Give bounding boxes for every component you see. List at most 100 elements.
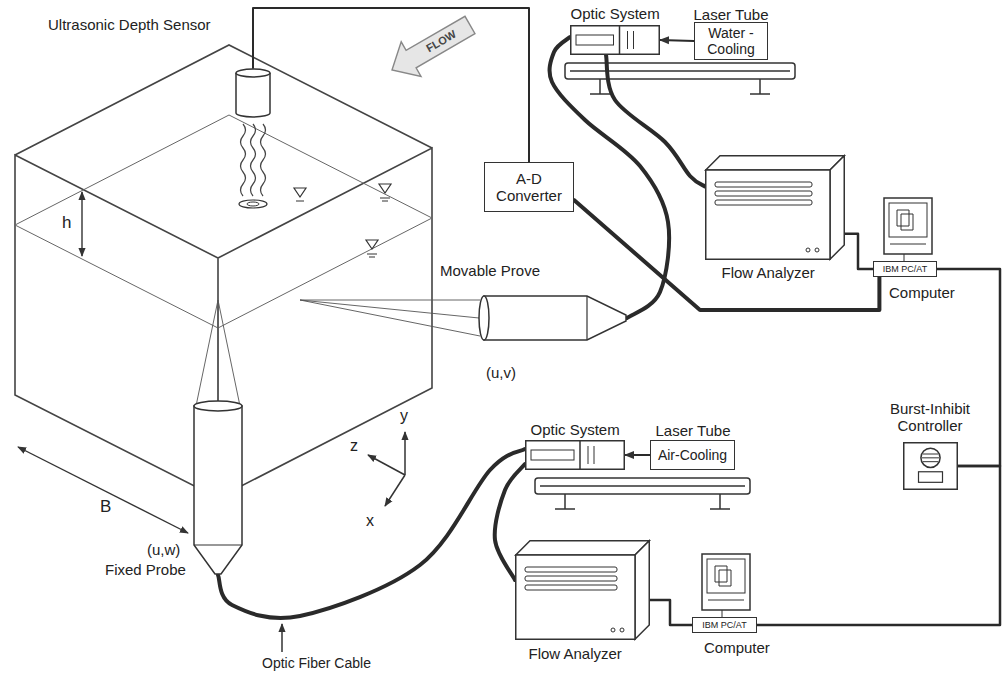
laser-tube: Laser TubeAir-Cooling [650, 440, 735, 470]
probeV-outline [192, 400, 244, 575]
movable-probe: Movable Prove(u,v) [478, 294, 627, 342]
callout-label: Optic Fiber Cable [262, 655, 371, 671]
unit-label: Computer [704, 639, 770, 656]
sensor-top [236, 69, 270, 77]
analyzer-slot [525, 576, 617, 581]
laser-beam [300, 300, 480, 336]
optic-divider [619, 26, 621, 54]
laser-beam [196, 300, 240, 406]
analyzer-side [830, 156, 844, 260]
analyzer-knob [611, 628, 615, 632]
sensor-label: Ultrasonic Depth Sensor [48, 16, 211, 33]
probe-joint [586, 296, 587, 340]
unit-label: Computer [889, 284, 955, 301]
signal-wire [253, 8, 529, 162]
axis-arrow [385, 475, 405, 506]
probe-joint [194, 544, 242, 545]
dimension-label: h [62, 213, 71, 233]
optic-housing [526, 441, 625, 470]
optic-part [531, 450, 574, 460]
laser-arrow [660, 40, 694, 41]
probe-lens [194, 401, 242, 411]
optic-outline [525, 440, 625, 470]
laser-arrow [625, 454, 650, 456]
surface-target [239, 200, 267, 208]
analyzer-side [635, 541, 649, 640]
analyzer-front [516, 555, 635, 639]
box-label: A-D Converter [488, 170, 570, 205]
surface-target [247, 202, 259, 206]
ultrasonic-wave [261, 124, 266, 196]
optic-system: Optic System [525, 440, 625, 470]
flow-analyzer: Flow Analyzer [515, 540, 650, 640]
water-surface [15, 115, 432, 328]
optic-part [576, 35, 614, 45]
unit-label: Flow Analyzer [529, 645, 622, 662]
data-cable [845, 234, 873, 269]
optic-system: Optic System [570, 25, 660, 55]
box-label: IBM PC/AT [883, 264, 927, 274]
analyzer-outline [515, 540, 650, 640]
analyzer-top [516, 541, 650, 555]
depth-dimension [81, 192, 82, 256]
depth-sensor: Ultrasonic Depth Sensor [235, 68, 271, 118]
ultrasonic-wave [251, 124, 256, 196]
axis-label: z [350, 437, 358, 455]
probe-body [484, 296, 626, 340]
velocity-label: (u,w) [147, 541, 180, 558]
monitor-icon [890, 210, 926, 261]
sensor-outline [235, 68, 271, 118]
sensor-body [236, 73, 270, 117]
dimension-label: B [100, 497, 111, 517]
unit-label: Optic System [531, 421, 620, 438]
control-cable [757, 466, 1000, 625]
controller-dial [922, 454, 939, 462]
probe-label: Movable Prove [440, 262, 540, 279]
laser-rail [570, 71, 790, 94]
analyzer-front [706, 170, 830, 259]
axis-label: y [400, 407, 408, 425]
axis-arrow [404, 432, 406, 475]
box-label: IBM PC/AT [702, 620, 746, 630]
unit-label: Flow Analyzer [722, 264, 815, 281]
burst-outline [903, 442, 958, 490]
analyzer-slot [715, 182, 812, 187]
axis-label: x [366, 512, 374, 530]
probeH-outline [478, 294, 627, 342]
laser-tube: Laser TubeWater -Cooling [694, 22, 768, 60]
water-level-symbol [294, 188, 306, 201]
flow-label: FLOW [424, 28, 458, 55]
burst-inhibit-controller: Burst-Inhibit Controller [903, 442, 958, 490]
water-level-symbol [366, 240, 378, 257]
unit-label: Optic System [571, 5, 660, 22]
analyzer-slot [715, 200, 812, 205]
converter-box: A-D Converter [484, 162, 574, 212]
analyzer-knob [620, 628, 624, 632]
leader-arrow [281, 624, 283, 652]
optic-housing [571, 26, 660, 55]
flow-analyzer: Flow Analyzer [705, 155, 845, 260]
laser-rail [540, 486, 745, 509]
computer-box: IBM PC/ATComputer [692, 617, 757, 633]
analyzer-slot [525, 567, 617, 572]
unit-label: Laser Tube [656, 422, 731, 439]
analyzer-outline [705, 155, 845, 260]
optic-fiber-cable [218, 449, 525, 618]
optic-part [628, 31, 634, 49]
analyzer-slot [715, 191, 812, 196]
flow-arrow [392, 16, 475, 76]
analyzer-top [706, 156, 845, 170]
water-level-symbol [379, 184, 391, 201]
axis-arrow [368, 455, 405, 475]
unit-label: Burst-Inhibit Controller [875, 400, 985, 435]
velocity-label: (u,v) [486, 364, 516, 381]
data-cable [650, 600, 692, 625]
optic-outline [570, 25, 660, 55]
controller-switch [919, 472, 943, 483]
box-label: Water -Cooling [698, 25, 764, 57]
box-label: Air-Cooling [658, 447, 727, 463]
analyzer-knob [815, 248, 819, 252]
analyzer-slot [525, 585, 617, 590]
analyzer-knob [806, 248, 810, 252]
